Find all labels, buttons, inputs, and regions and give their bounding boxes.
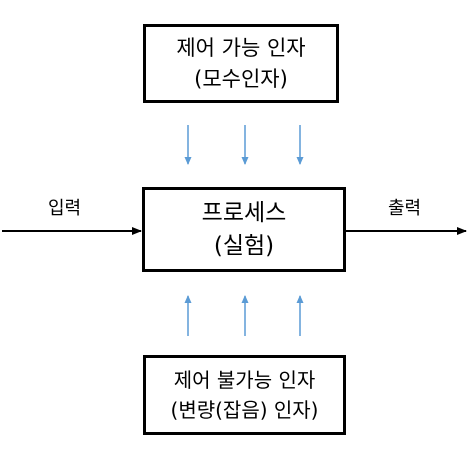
process-subtitle: (실험): [213, 232, 275, 259]
uncontrollable-factors-title: 제어 불가능 인자: [173, 368, 316, 392]
output-label: 출력: [388, 198, 422, 219]
uncontrollable-factors-subtitle: (변량(잡음) 인자): [170, 398, 319, 422]
controllable-factors-title: 제어 가능 인자: [176, 35, 306, 60]
process-box: 프로세스 (실험): [142, 187, 346, 272]
input-label: 입력: [48, 198, 82, 219]
uncontrollable-factors-box: 제어 불가능 인자 (변량(잡음) 인자): [143, 355, 346, 435]
process-title: 프로세스: [201, 199, 287, 226]
controllable-factors-box: 제어 가능 인자 (모수인자): [143, 24, 339, 103]
controllable-factors-subtitle: (모수인자): [194, 66, 288, 91]
